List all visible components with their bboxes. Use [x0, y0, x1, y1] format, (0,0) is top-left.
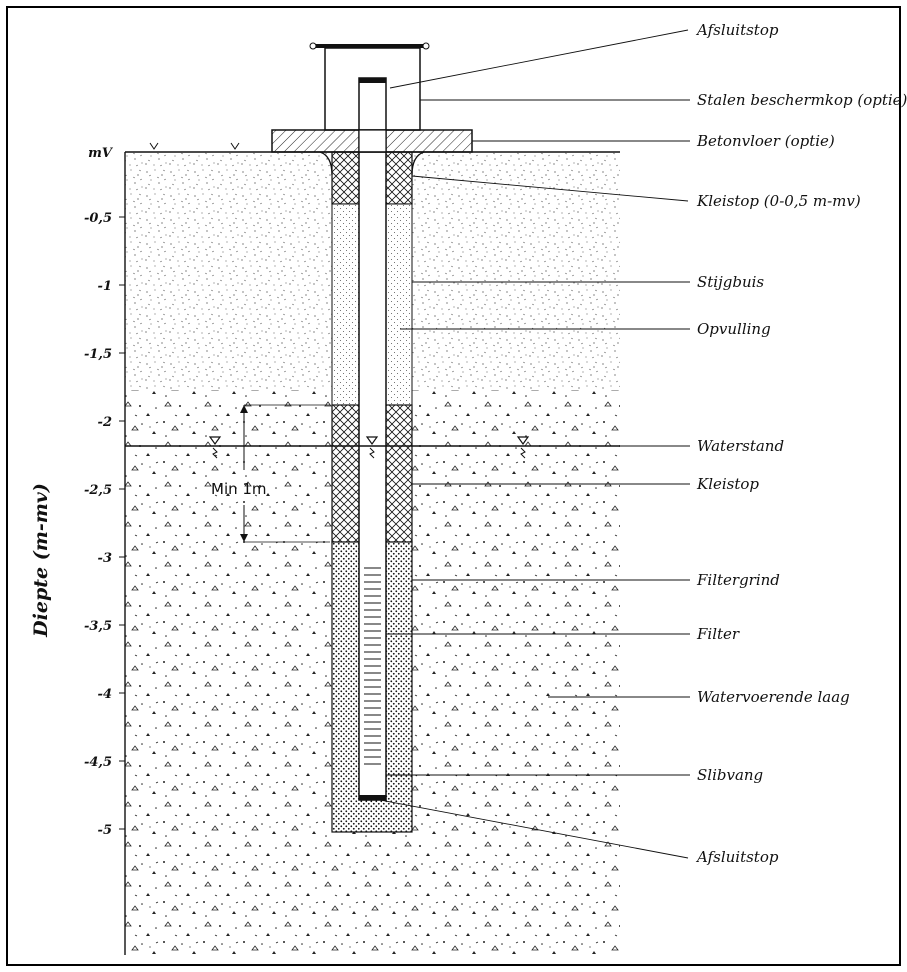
leader-afsluitstop-bottom [379, 799, 689, 859]
axis-title: Diepte (m-mv) [30, 483, 52, 638]
lid-hinge-right [422, 42, 430, 50]
pipe-top-cap-upper [359, 78, 386, 83]
label-watervoerende-laag: Watervoerende laag [697, 688, 850, 706]
label-afsluitstop-top: Afsluitstop [695, 21, 779, 39]
label-afsluitstop-bottom: Afsluitstop [695, 848, 779, 866]
bore-lip-right [411, 151, 425, 176]
label-filtergrind: Filtergrind [696, 571, 780, 589]
leader-afsluitstop-top [389, 29, 689, 89]
leader-kleistop-top [411, 175, 689, 202]
depth-tick-label: -2 [98, 415, 112, 430]
depth-tick-label: -3 [98, 551, 112, 566]
surface-marker-2 [230, 142, 240, 150]
depth-tick-label: -4 [98, 687, 112, 702]
cap-lid [312, 44, 427, 48]
surface-label: mV [88, 146, 114, 161]
water-symbol-1 [208, 436, 222, 459]
lid-hinge-left [309, 42, 317, 50]
filter-slots [364, 567, 381, 765]
label-kleistop-top: Kleistop (0-0,5 m-mv) [696, 192, 861, 210]
riser-pipe [358, 77, 387, 801]
dim-arrow-down [240, 534, 248, 542]
depth-tick-label: -3,5 [84, 619, 112, 634]
pipe-in-slab [358, 129, 387, 153]
label-slibvang: Slibvang [697, 766, 763, 784]
label-waterstand: Waterstand [697, 437, 784, 455]
label-stalen-beschermkop: Stalen beschermkop (optie) [697, 91, 907, 109]
depth-tick-label: -5 [98, 823, 112, 838]
dim-arrow-up [240, 405, 248, 413]
depth-tick-label: -1,5 [84, 347, 112, 362]
pipe-bottom-cap [359, 795, 386, 800]
bore-lip-left [319, 151, 333, 176]
depth-tick-label: -0,5 [84, 211, 112, 226]
label-betonvloer: Betonvloer (optie) [696, 132, 835, 150]
water-symbol-3 [516, 436, 530, 459]
label-stijgbuis: Stijgbuis [697, 273, 764, 291]
depth-ticks: -0,5 -1 -1,5 -2 -2,5 -3 -3,5 -4 -4,5 -5 [84, 211, 125, 838]
surface-marker-1 [149, 142, 159, 150]
depth-tick-label: -1 [98, 279, 112, 294]
label-opvulling: Opvulling [697, 320, 771, 338]
leader-lines [379, 29, 690, 859]
water-symbol-2 [365, 436, 379, 459]
riser-pipe-top [358, 77, 387, 131]
label-filter: Filter [696, 625, 740, 643]
label-kleistop: Kleistop [696, 475, 759, 493]
depth-tick-label: -2,5 [84, 483, 112, 498]
depth-tick-label: -4,5 [84, 755, 112, 770]
min-1m-label: Min 1m [211, 480, 267, 498]
